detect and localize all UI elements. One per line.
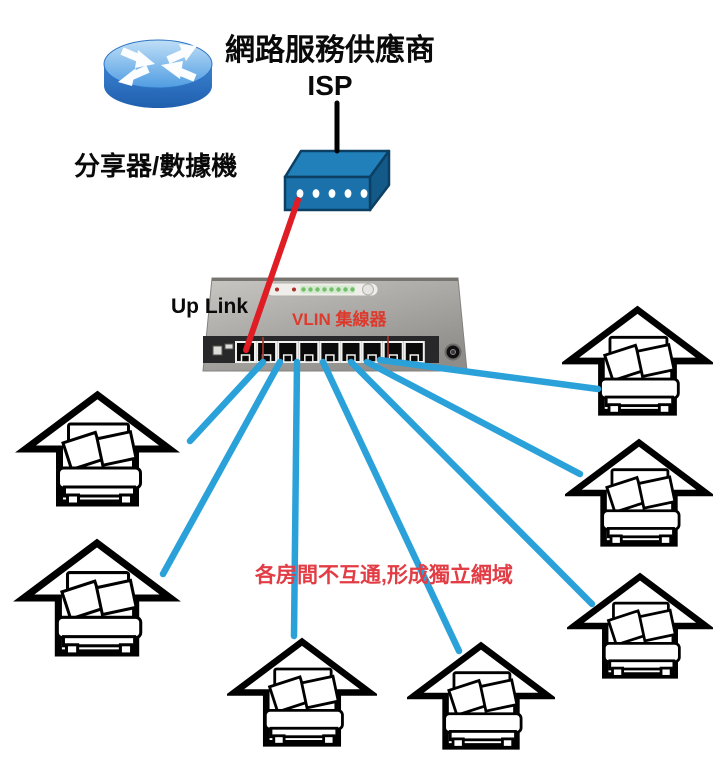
cable-switch-to-room-2 xyxy=(290,358,301,640)
cable-switch-to-room-6 xyxy=(376,356,602,393)
reset-switch-icon xyxy=(212,345,223,356)
cable-switch-to-room-3 xyxy=(319,358,463,655)
uplink-port-label: Up Link xyxy=(171,295,248,318)
cable-switch-to-room-4 xyxy=(347,358,596,608)
modem-label: 分享器/數據機 xyxy=(74,151,238,181)
modem-led xyxy=(344,189,352,198)
modem-led xyxy=(328,189,336,198)
isolation-note-label: 各房間不互通,形成獨立網域 xyxy=(255,564,513,587)
room-right-bottom xyxy=(574,577,706,677)
status-led-green xyxy=(308,287,313,292)
cable-modem-to-uplink xyxy=(243,197,301,353)
status-led-green xyxy=(336,287,341,292)
modem-led xyxy=(296,189,304,198)
room-right-top xyxy=(569,310,706,413)
status-led-green xyxy=(350,287,355,292)
switch-led-panel xyxy=(265,282,379,297)
isp-title-label: 網路服務供應商 xyxy=(225,34,435,67)
power-inlet-icon xyxy=(444,343,462,361)
status-led-red xyxy=(275,287,279,292)
cable-switch-to-room-0 xyxy=(186,358,267,445)
isp-abbr-label: ISP xyxy=(307,70,353,101)
cables-group xyxy=(159,100,602,655)
status-led-green xyxy=(329,287,334,292)
cable-switch-to-room-1 xyxy=(159,358,284,578)
modem-led xyxy=(360,189,368,198)
status-led-red xyxy=(292,287,296,292)
status-led-green xyxy=(322,287,327,292)
switch-device xyxy=(202,277,468,372)
hub-label: VLIN 集線器 xyxy=(292,310,387,329)
status-led-green xyxy=(301,287,306,292)
room-upper-left xyxy=(26,395,170,504)
modem-led-row xyxy=(296,189,368,198)
room-bottom-left xyxy=(234,642,369,745)
isp-router-icon xyxy=(103,39,213,108)
room-lower-left xyxy=(24,543,170,654)
room-bottom-right xyxy=(414,646,548,748)
room-right-middle xyxy=(572,443,706,545)
status-led-green xyxy=(315,287,320,292)
status-led-green xyxy=(343,287,348,292)
cable-switch-to-room-5 xyxy=(363,358,584,478)
modem-led xyxy=(312,189,320,198)
